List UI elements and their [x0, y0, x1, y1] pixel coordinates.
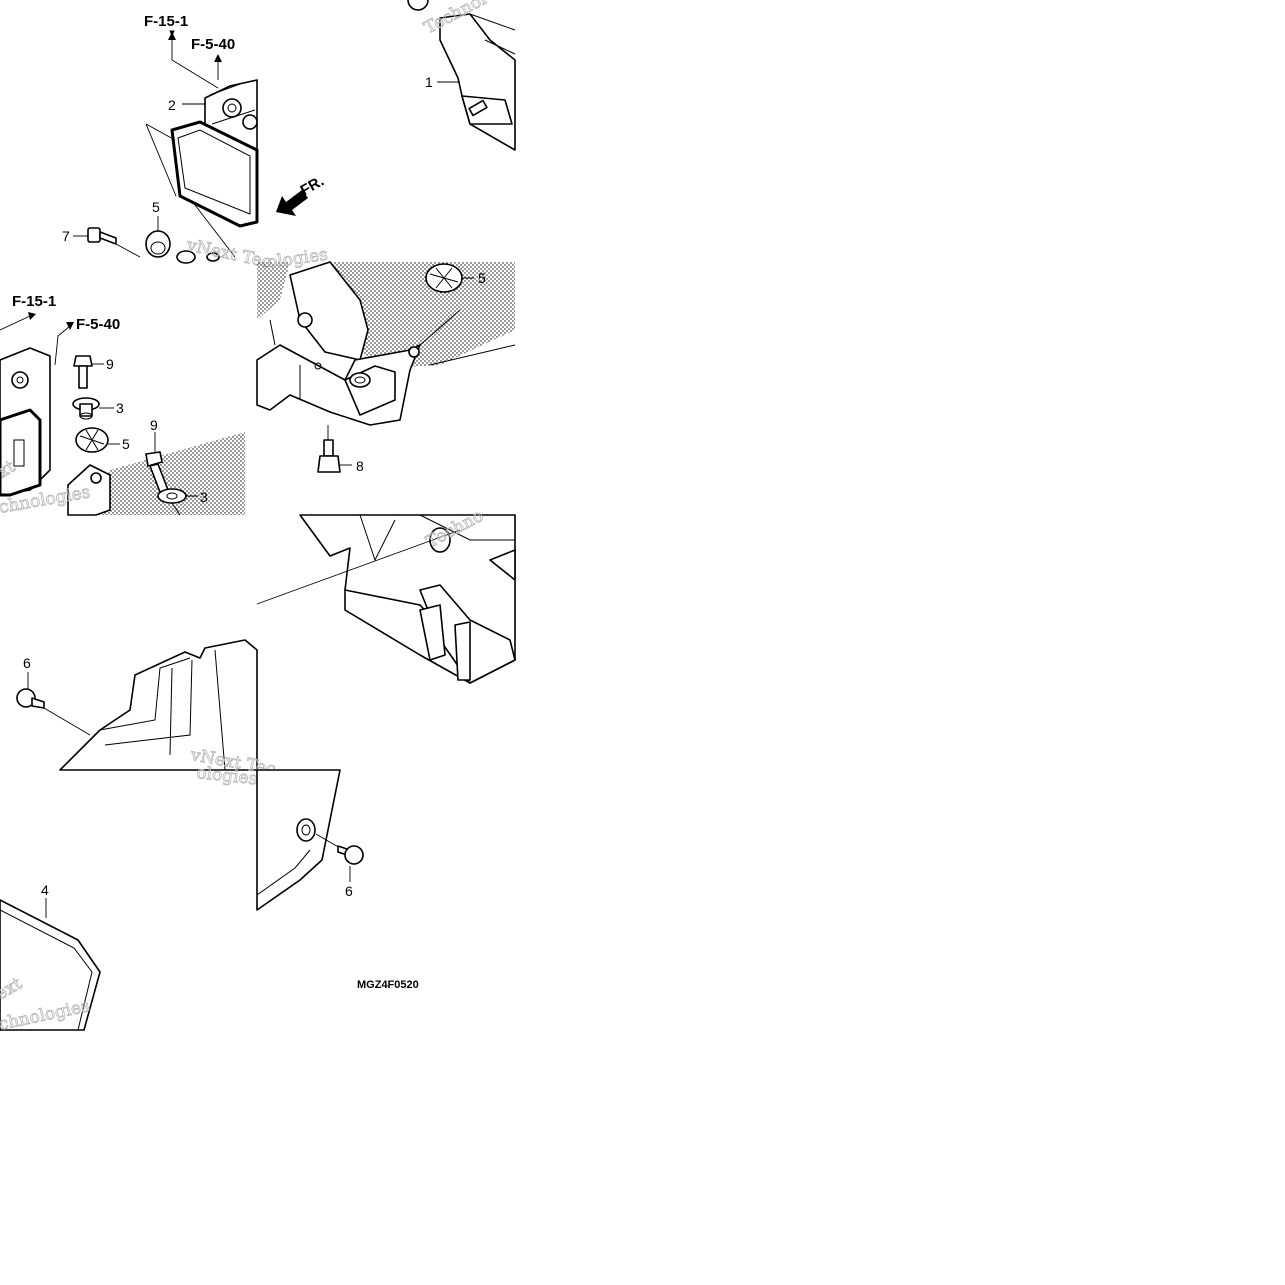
reference-f-15-1-mid[interactable]: F-15-1: [12, 293, 56, 310]
callout-9-upper: 9: [106, 356, 114, 372]
callout-8: 8: [356, 458, 364, 474]
tile-mount-bracket-center: 5 8 ologies: [256, 244, 516, 474]
tile-tray-center: Techno: [256, 505, 516, 684]
side-cover-lower: [256, 769, 341, 911]
callout-3-lower: 3: [200, 489, 208, 505]
under-cover-part-4: [0, 898, 101, 1031]
tile-abs-modulator-top: FR. F-15-1 F-5-40 2 5 7 vNext Tec: [62, 13, 327, 273]
callout-4: 4: [41, 882, 49, 898]
collar-part-3-upper: [72, 397, 114, 420]
collar-part-3-lower: [157, 488, 198, 516]
screw-part-6-left: [16, 672, 91, 736]
abs-modulator-side: [0, 347, 51, 497]
screw-part-6-center: [315, 833, 364, 882]
battery-tray-part: [299, 514, 516, 684]
reference-f-5-40-mid[interactable]: F-5-40: [76, 316, 120, 333]
bolt-part-8: [317, 425, 352, 473]
callout-1: 1: [425, 74, 433, 90]
callout-2: 2: [168, 97, 176, 113]
tile-bracket-top: 1 Technol: [407, 0, 516, 151]
tile-abs-mount-left: F-15-1 F-5-40 9 3 5 9 3 xt chnologies: [0, 293, 245, 518]
tile-cover-left: 6 vNext Tec: [16, 639, 278, 780]
callout-5-left: 5: [122, 436, 130, 452]
reference-f-5-40-top[interactable]: F-5-40: [191, 36, 235, 53]
side-cover-part: [59, 639, 258, 771]
callout-5-top: 5: [152, 199, 160, 215]
tile-cover-lower-left: 4 ologies ext chnologies: [0, 763, 259, 1035]
callout-5-center: 5: [478, 270, 486, 286]
callout-3-upper: 3: [116, 400, 124, 416]
callout-6-left: 6: [23, 655, 31, 671]
drawing-code: MGZ4F0520: [357, 979, 419, 991]
bolt-part-7: [73, 227, 141, 258]
tile-cover-lower-center: 6 MGZ4F0520: [256, 769, 419, 991]
callout-9-lower: 9: [150, 417, 158, 433]
stay-bracket-part-1: [407, 0, 516, 151]
mount-bracket: [256, 261, 421, 426]
callout-6-center: 6: [345, 883, 353, 899]
bolt-part-9-upper: [73, 355, 104, 389]
grommet-part-5-left: [75, 427, 120, 453]
grommet-part-5-top: [145, 216, 171, 258]
front-direction-arrow: FR.: [276, 173, 327, 216]
reference-f-15-1-top[interactable]: F-15-1: [144, 13, 188, 30]
callout-7: 7: [62, 228, 70, 244]
modulator-cover: [170, 120, 259, 228]
grommet-part-5-center: [419, 263, 516, 366]
